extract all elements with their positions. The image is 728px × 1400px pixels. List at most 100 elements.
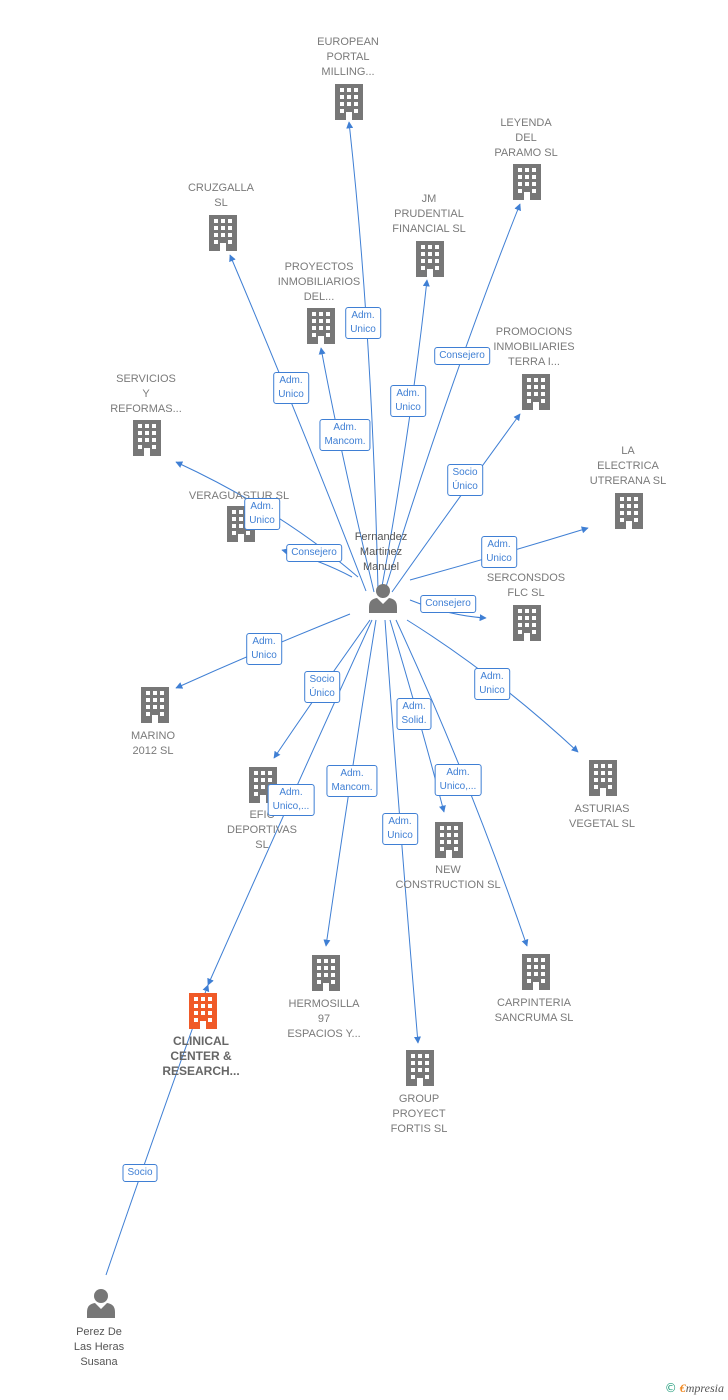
node-label-line: INMOBILIARIOS — [277, 276, 361, 288]
node-label-line: Manuel — [362, 561, 400, 573]
relation-label-proyectos[interactable]: Adm.Mancom. — [319, 419, 371, 451]
relation-label-line: Adm. — [279, 375, 303, 386]
relation-label-hermosilla[interactable]: Adm.Mancom. — [326, 765, 378, 797]
node-label-line: Martinez — [359, 546, 403, 558]
building-icon-promociones[interactable] — [522, 374, 550, 410]
relation-label-marino[interactable]: Adm. Unico — [246, 633, 282, 665]
relation-label-asturias[interactable]: Adm.Unico — [474, 668, 510, 700]
node-label-line: Susana — [80, 1356, 118, 1368]
relation-label-electrica[interactable]: Adm.Unico — [481, 536, 517, 568]
relation-label-line: Unico — [486, 553, 512, 564]
node-label-line: Fernandez — [354, 531, 408, 543]
relation-label-line: Consejero — [439, 350, 485, 361]
node-label-line: PROMOCIONS — [495, 326, 573, 338]
relation-label-line: Consejero — [291, 547, 337, 558]
edge-european — [346, 121, 379, 591]
node-label-line: CLINICAL — [173, 1034, 229, 1048]
building-icon-european[interactable] — [335, 84, 363, 120]
building-icon-proyectos[interactable] — [307, 308, 335, 344]
relation-label-newconstruction[interactable]: Adm.Solid. — [396, 698, 432, 730]
relation-label-servicios[interactable]: Adm.Unico — [244, 498, 280, 530]
relation-label-serconsdos[interactable]: Consejero — [420, 595, 476, 613]
node-label-line: NEW — [435, 864, 461, 876]
node-label-line: REFORMAS... — [110, 403, 182, 415]
node-label-line: Perez De — [76, 1326, 122, 1338]
node-label-line: FINANCIAL SL — [392, 223, 466, 235]
node-label-line: PORTAL — [326, 51, 370, 63]
node-label-line: SL — [214, 197, 228, 209]
relation-label-veraguastur[interactable]: Consejero — [286, 544, 342, 562]
node-label-line: DEPORTIVAS — [227, 824, 297, 836]
building-icon-serconsdos[interactable] — [513, 605, 541, 641]
building-icon-jm[interactable] — [416, 241, 444, 277]
relation-label-line: Mancom. — [324, 436, 366, 447]
node-label-line: GROUP — [398, 1093, 440, 1105]
node-label-line: SL — [255, 839, 269, 851]
relation-label-cruzgalla[interactable]: Adm.Unico — [273, 372, 309, 404]
relation-label-carpinteria[interactable]: Adm.Unico,... — [434, 764, 482, 796]
edge-proyectos — [318, 347, 375, 593]
building-icon-newconstruction[interactable] — [435, 822, 463, 858]
relation-label-line: Socio — [452, 467, 478, 478]
building-icon-electrica[interactable] — [615, 493, 643, 529]
building-icon-asturias[interactable] — [589, 760, 617, 796]
person-icon-perez[interactable] — [87, 1289, 115, 1318]
building-icon-cruzgalla[interactable] — [209, 215, 237, 251]
node-label-line: LEYENDA — [500, 117, 552, 129]
relation-label-line: Unico — [251, 650, 277, 661]
building-icon-servicios[interactable] — [133, 420, 161, 456]
relation-label-line: Adm. — [351, 310, 375, 321]
building-icon-carpinteria[interactable] — [522, 954, 550, 990]
building-icon-leyenda[interactable] — [513, 164, 541, 200]
relation-label-line: Adm. — [396, 388, 420, 399]
relation-label-line: Unico,... — [272, 801, 310, 812]
empresia-logo[interactable]: €mpresia — [679, 1381, 724, 1395]
relation-label-group[interactable]: Adm.Unico — [382, 813, 418, 845]
relation-label-line: Socio — [127, 1167, 153, 1178]
relation-label-perez-to-clinical[interactable]: Socio — [122, 1164, 158, 1182]
building-icon-clinical[interactable] — [189, 993, 217, 1029]
relation-label-clinical[interactable]: Adm.Unico,... — [267, 784, 315, 816]
node-label-line: FORTIS SL — [390, 1123, 448, 1135]
relation-label-line: Único — [452, 481, 478, 492]
relation-label-leyenda[interactable]: Consejero — [434, 347, 490, 365]
node-label-line: Y — [142, 388, 150, 400]
node-label-line: INMOBILIARIES — [493, 341, 575, 353]
relation-label-line: Único — [309, 688, 335, 699]
edge-promociones — [391, 413, 521, 593]
node-label-line: DEL... — [303, 291, 335, 303]
relation-label-line: Adm. — [252, 636, 276, 647]
edge-perez-to-clinical — [105, 984, 210, 1276]
node-label-line: JM — [421, 193, 437, 205]
building-icon-hermosilla[interactable] — [312, 955, 340, 991]
relation-label-line: Mancom. — [331, 782, 373, 793]
empresia-footer: © €mpresia — [665, 1381, 724, 1396]
node-label-line: LA — [621, 445, 635, 457]
relation-label-european[interactable]: Adm.Unico — [345, 307, 381, 339]
relation-label-jm[interactable]: Adm.Unico — [390, 385, 426, 417]
building-icon-marino[interactable] — [141, 687, 169, 723]
building-icon-group[interactable] — [406, 1050, 434, 1086]
node-label-line: DEL — [515, 132, 537, 144]
